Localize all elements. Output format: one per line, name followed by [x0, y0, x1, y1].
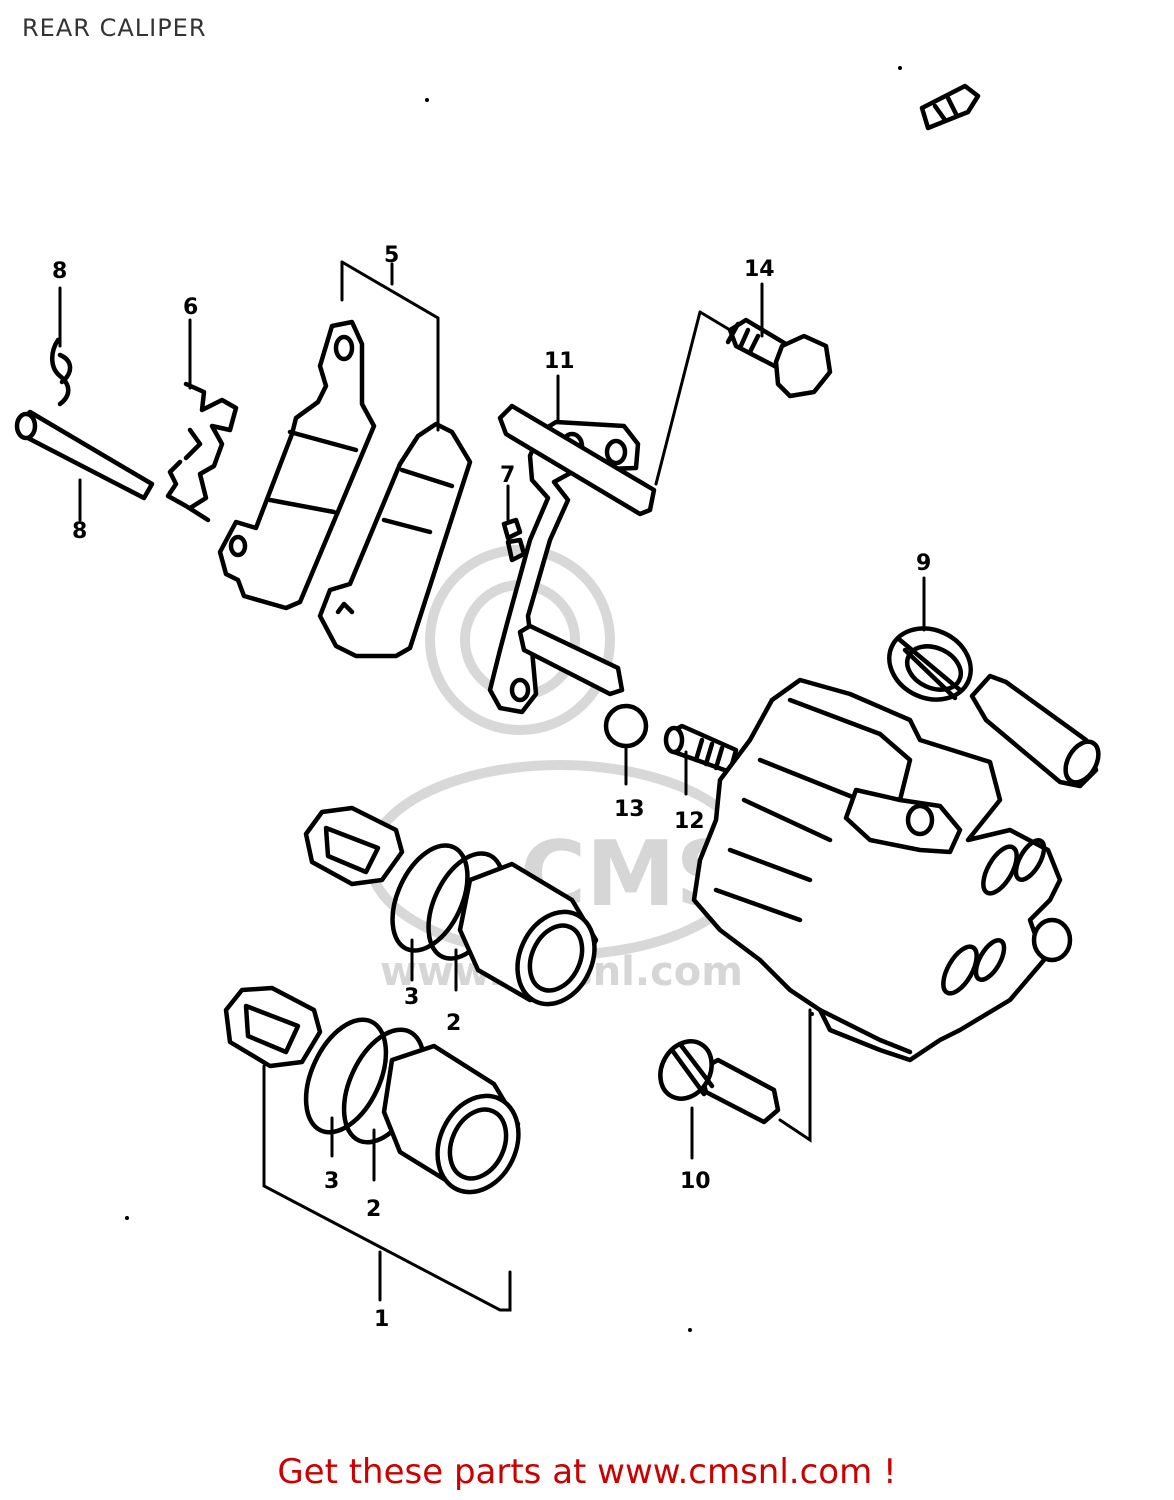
- callout-9: 9: [916, 551, 931, 576]
- part-9-boot: [887, 626, 973, 702]
- callout-12: 12: [674, 809, 705, 834]
- callout-3-lower: 3: [324, 1169, 339, 1194]
- part-11-bracket: [487, 403, 657, 715]
- lower-seal-piston-set: [223, 985, 521, 1195]
- part-13-cap: [603, 703, 649, 749]
- part-7-pin: [14, 409, 155, 501]
- callout-1: 1: [374, 1307, 389, 1332]
- callout-4: 5: [384, 243, 399, 268]
- callout-6: 7: [500, 463, 515, 488]
- leader-lines: [58, 260, 926, 1312]
- callout-10: 10: [680, 1169, 711, 1194]
- callout-5: 6: [183, 295, 198, 320]
- caliper-body: [691, 673, 1101, 1063]
- callout-3-upper: 3: [404, 985, 419, 1010]
- footer-link[interactable]: Get these parts at www.cmsnl.com !: [277, 1452, 897, 1492]
- part-4-brake-pads: [217, 319, 473, 659]
- part-5-spring: [165, 381, 239, 523]
- part-10-slide-pin: [658, 1039, 781, 1125]
- callout-13: 13: [614, 797, 645, 822]
- part-6-small-part: [501, 517, 527, 563]
- callout-2-upper: 2: [446, 1011, 461, 1036]
- upper-seal-piston-set: [303, 805, 599, 1007]
- callout-14: 14: [744, 257, 775, 282]
- bleeder-cap-part: [919, 83, 981, 131]
- part-12-bleeder-screw: [663, 723, 739, 775]
- callout-8: 8: [52, 259, 67, 284]
- callout-7: 8: [72, 519, 87, 544]
- diagram-title: REAR CALIPER: [22, 14, 207, 42]
- part-8-clip: [50, 337, 73, 407]
- callout-2-lower: 2: [366, 1197, 381, 1222]
- exploded-parts-diagram: CMS www.cmsnl.com: [14, 66, 1101, 1332]
- part-14-bolt: [725, 317, 833, 399]
- callout-11: 11: [544, 349, 575, 374]
- callout-labels: 8 6 5 14 11 7 8 9 13 12 3 2 3 2 10 1: [52, 243, 931, 1332]
